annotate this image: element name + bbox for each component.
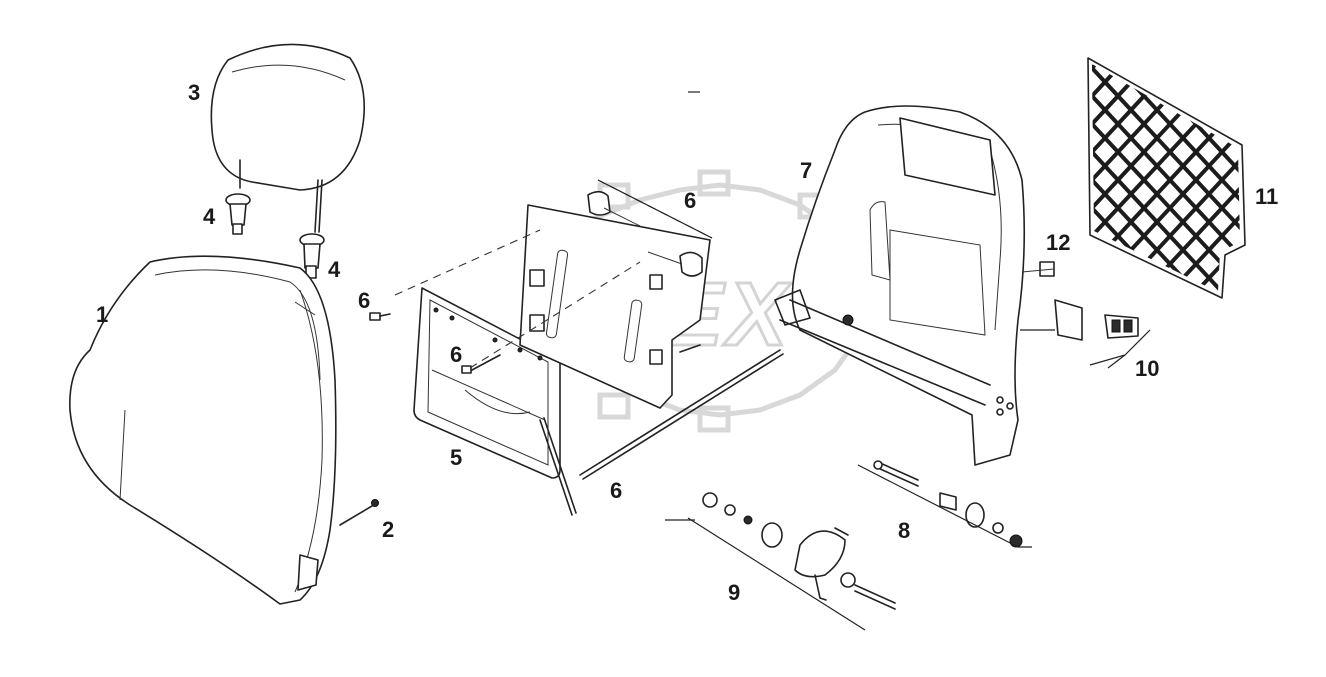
callout-6c: 6 [684,188,696,213]
guide-rod [579,349,784,480]
callout-6a: 6 [358,288,370,313]
bumper-2 [647,251,703,277]
callout-8: 8 [898,518,910,543]
callout-1: 1 [96,302,108,327]
fastener-small-a [369,312,391,321]
callout-10: 10 [1135,356,1159,381]
fastener-small-c [679,344,701,353]
back-panel [413,287,577,516]
assembly-line-1 [394,229,541,296]
callout-5: 5 [450,445,462,470]
clip [1021,261,1055,277]
callout-6b: 6 [450,342,462,367]
fastener-small-b [461,354,501,374]
callout-7: 7 [800,158,812,183]
callout-6d: 6 [610,478,622,503]
backing-plate [519,204,711,409]
seat-back-frame [774,105,1026,466]
callout-3: 3 [188,80,200,105]
seat-back-cushion [69,255,337,605]
bolt-kit [873,460,1023,548]
callout-12: 12 [1046,230,1070,255]
headrest [210,43,365,233]
callout-2: 2 [382,517,394,542]
leader-lines [597,91,1151,631]
callout-4b: 4 [328,257,341,282]
lever-assembly [1054,299,1139,341]
screw [339,499,379,526]
headrest-guide-right [299,233,325,279]
callout-11: 11 [1255,184,1278,209]
callout-4a: 4 [203,204,216,229]
headrest-guide-left [225,193,251,235]
callout-9: 9 [728,580,740,605]
bumper-1 [587,190,641,227]
assembly-line-2 [469,261,641,369]
tilt-mechanism [702,492,896,610]
